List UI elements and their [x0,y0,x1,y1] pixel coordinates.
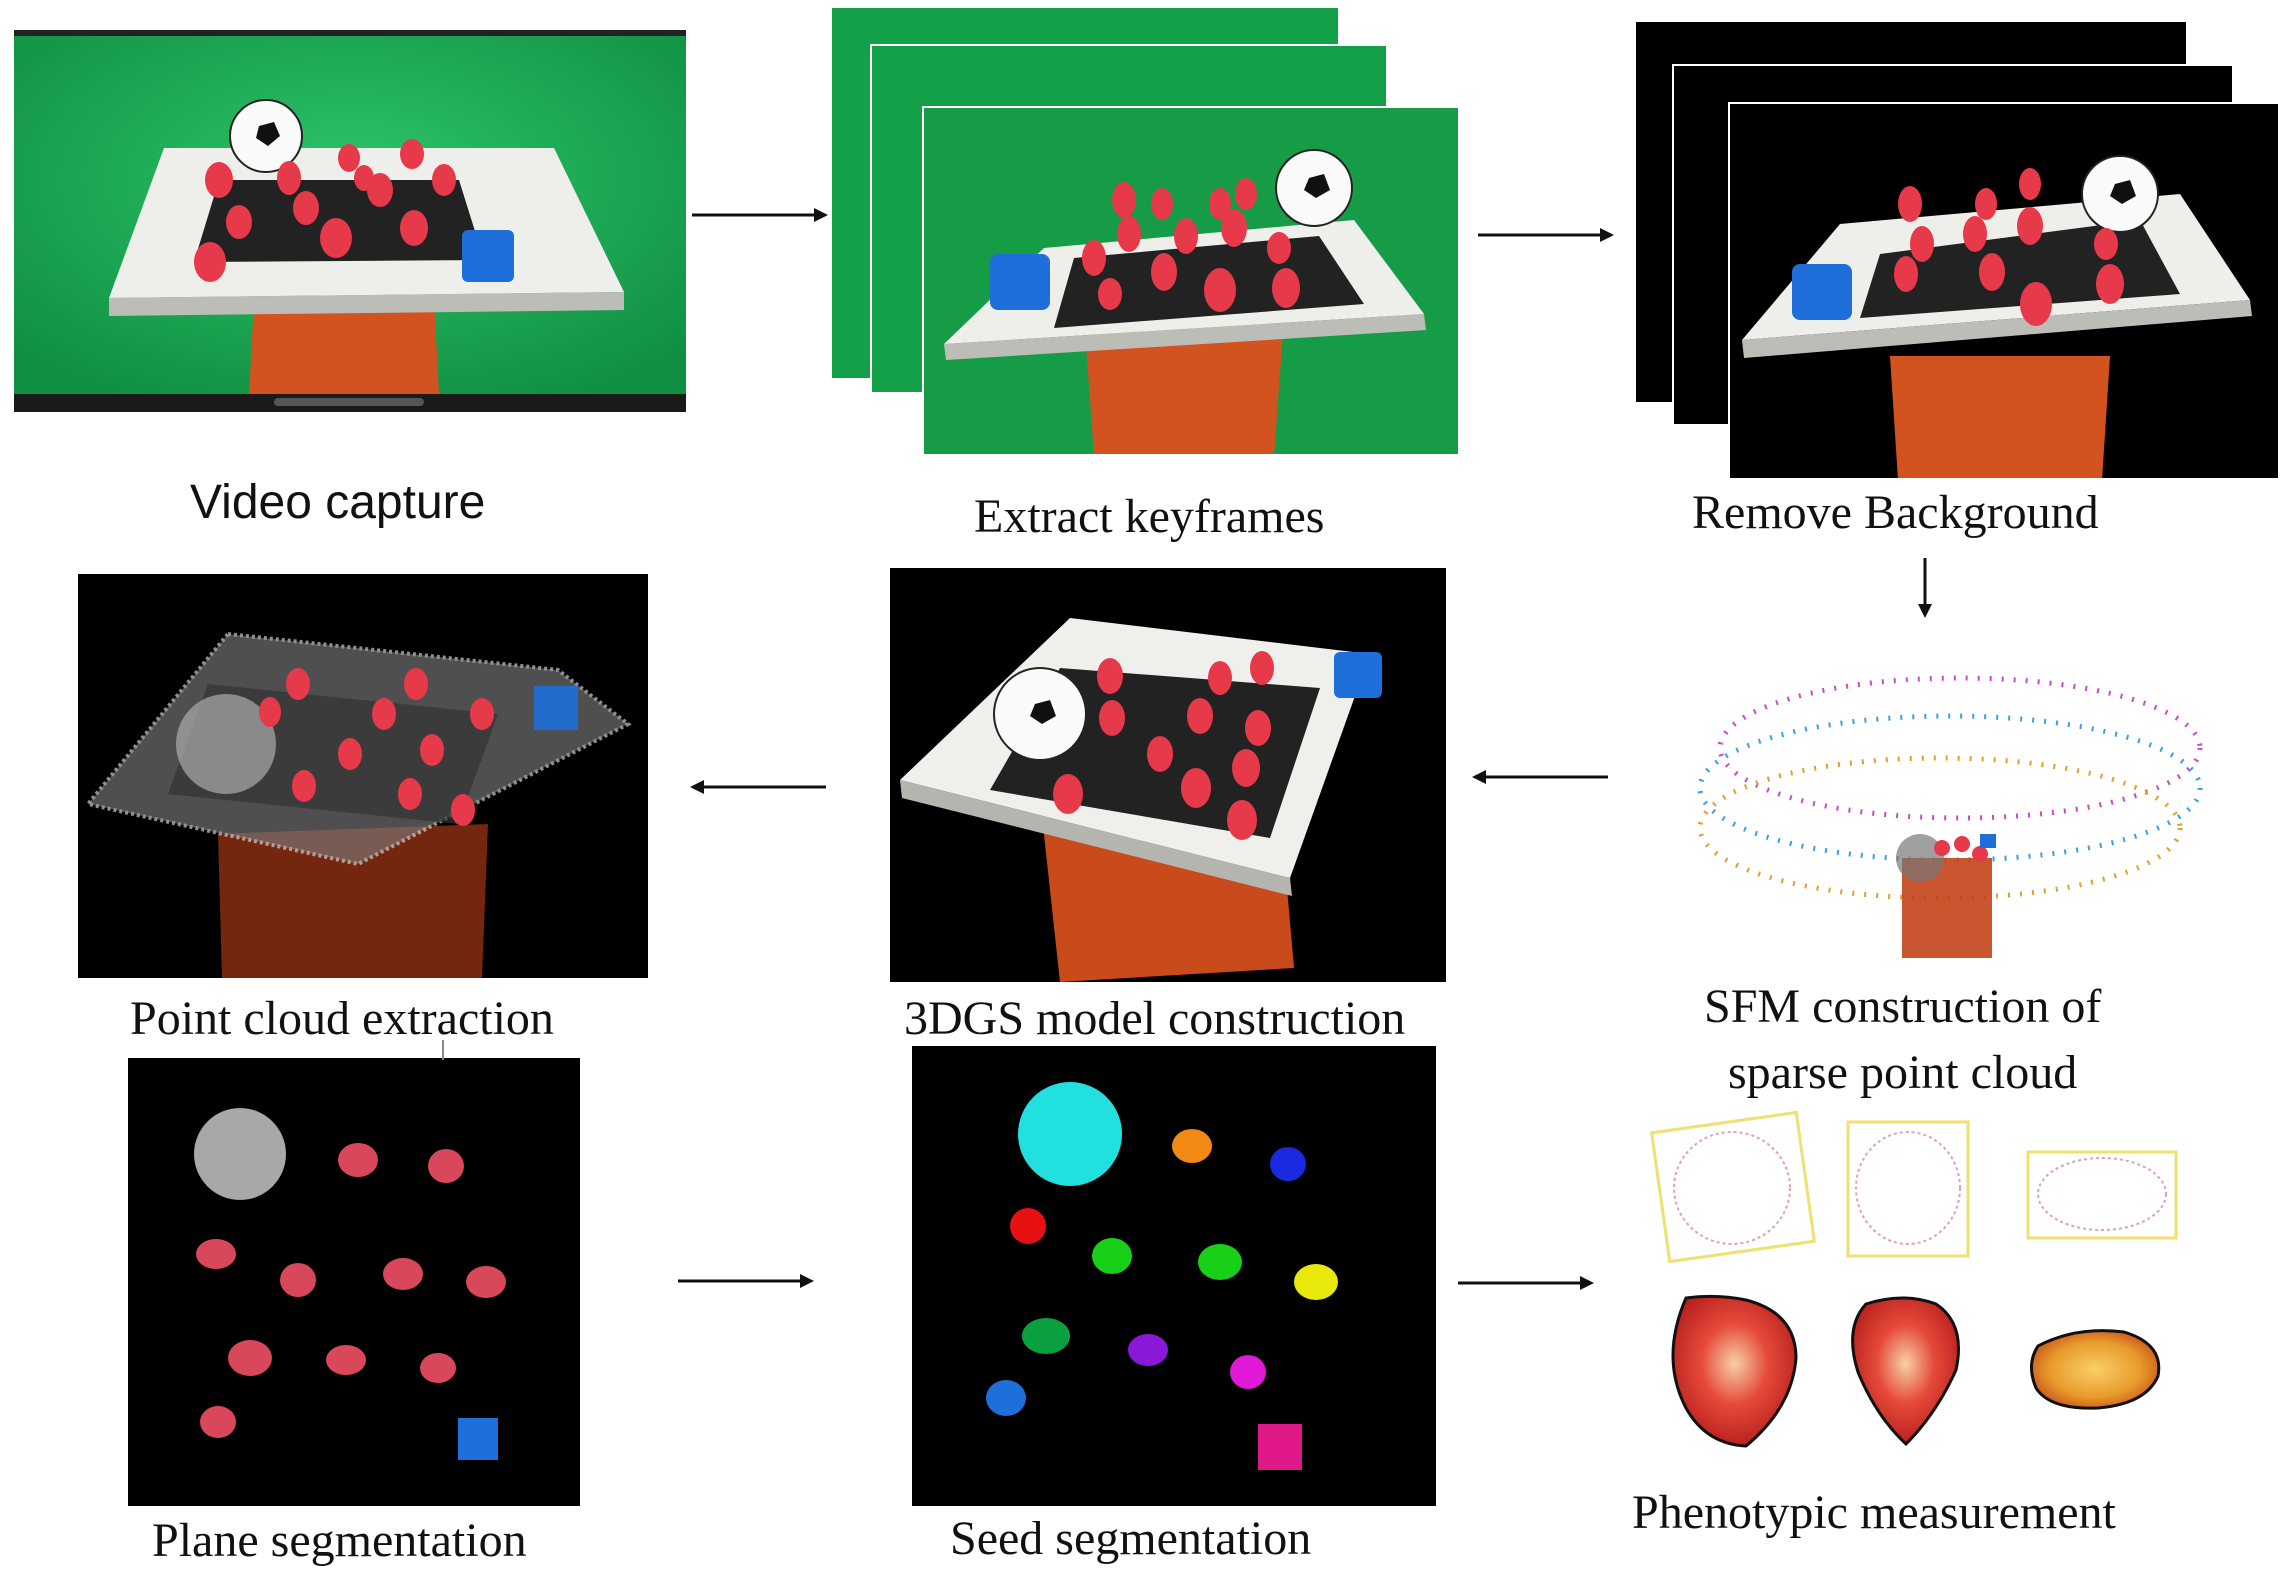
video-capture-image [14,30,686,412]
phenotypic-measurement-image [1636,1108,2196,1454]
arrow-right-1 [692,208,828,222]
label-phenotypic-measurement: Phenotypic measurement [1632,1486,2116,1539]
point-cloud-image [78,574,648,978]
arrow-right-2 [1478,228,1614,242]
label-point-cloud-extraction: Point cloud extraction [130,992,554,1045]
nobg-front [1728,102,2278,478]
arrow-left-1 [1472,770,1608,784]
arrow-right-3 [678,1274,814,1288]
seed-segmentation-image [912,1046,1436,1506]
label-sfm-line2: sparse point cloud [1728,1046,2078,1099]
label-video-capture: Video capture [190,476,486,529]
label-plane-segmentation: Plane segmentation [152,1514,527,1567]
keyframe-front [922,106,1458,454]
label-3dgs-model: 3DGS model construction [904,992,1406,1045]
label-remove-background: Remove Background [1692,486,2099,539]
label-extract-keyframes: Extract keyframes [974,490,1325,543]
sfm-sparse-cloud-image [1680,658,2220,978]
gs-model-image [890,568,1446,982]
arrow-down-1 [1918,558,1932,618]
label-sfm-line1: SFM construction of [1704,980,2102,1033]
arrow-left-2 [690,780,826,794]
connector-line [442,1040,444,1060]
label-seed-segmentation: Seed segmentation [950,1512,1312,1565]
arrow-right-4 [1458,1276,1594,1290]
plane-segmentation-image [128,1058,580,1506]
